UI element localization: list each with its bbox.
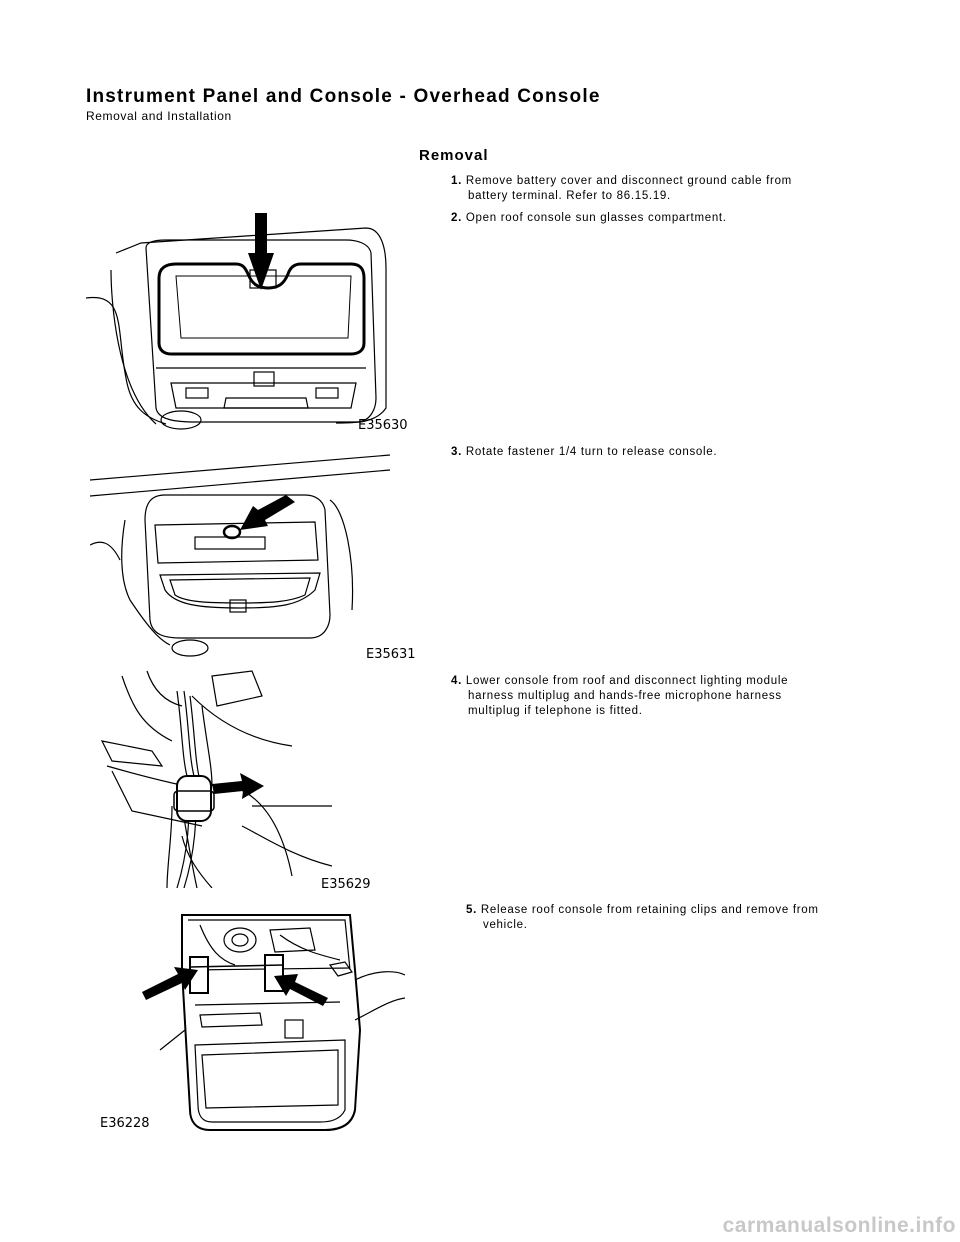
- step-text: battery terminal. Refer to 86.15.19.: [468, 190, 671, 202]
- step-3: 3. Rotate fastener 1/4 turn to release c…: [451, 445, 871, 460]
- step-text: multiplug if telephone is fitted.: [468, 705, 643, 717]
- page-subtitle: Removal and Installation: [86, 109, 232, 123]
- section-heading: Removal: [419, 147, 489, 164]
- step-4: 4. Lower console from roof and disconnec…: [451, 674, 871, 719]
- retaining-clips-illustration: [142, 914, 405, 1131]
- step-text: Open roof console sun glasses compartmen…: [465, 212, 727, 224]
- step-5: 5. Release roof console from retaining c…: [466, 903, 886, 933]
- step-text: Release roof console from retaining clip…: [480, 904, 819, 916]
- figure-e35631: [90, 440, 410, 665]
- page-title: Instrument Panel and Console - Overhead …: [86, 86, 601, 107]
- step-1: 1. Remove battery cover and disconnect g…: [451, 174, 871, 204]
- step-2: 2. Open roof console sun glasses compart…: [451, 211, 871, 226]
- figure-label: E36228: [100, 1116, 150, 1131]
- figure-label: E35631: [366, 647, 416, 662]
- step-number: 2.: [451, 212, 462, 224]
- figure-e35629: [92, 666, 332, 888]
- step-number: 3.: [451, 446, 462, 458]
- watermark: carmanualsonline.info: [722, 1214, 956, 1237]
- step-text: vehicle.: [483, 919, 528, 931]
- step-text: harness multiplug and hands-free microph…: [468, 690, 782, 702]
- step-text: Remove battery cover and disconnect grou…: [465, 175, 792, 187]
- step-text: Lower console from roof and disconnect l…: [465, 675, 789, 687]
- figure-label: E35629: [321, 877, 371, 892]
- figure-label: E35630: [358, 418, 408, 433]
- step-number: 5.: [466, 904, 477, 916]
- figure-e36228: [140, 910, 405, 1135]
- figure-e35630: [86, 208, 406, 434]
- console-fastener-illustration: [90, 454, 391, 657]
- step-number: 4.: [451, 675, 462, 687]
- multiplug-harness-illustration: [100, 670, 332, 888]
- overhead-console-illustration: [86, 213, 387, 430]
- step-text: Rotate fastener 1/4 turn to release cons…: [465, 446, 718, 458]
- step-number: 1.: [451, 175, 462, 187]
